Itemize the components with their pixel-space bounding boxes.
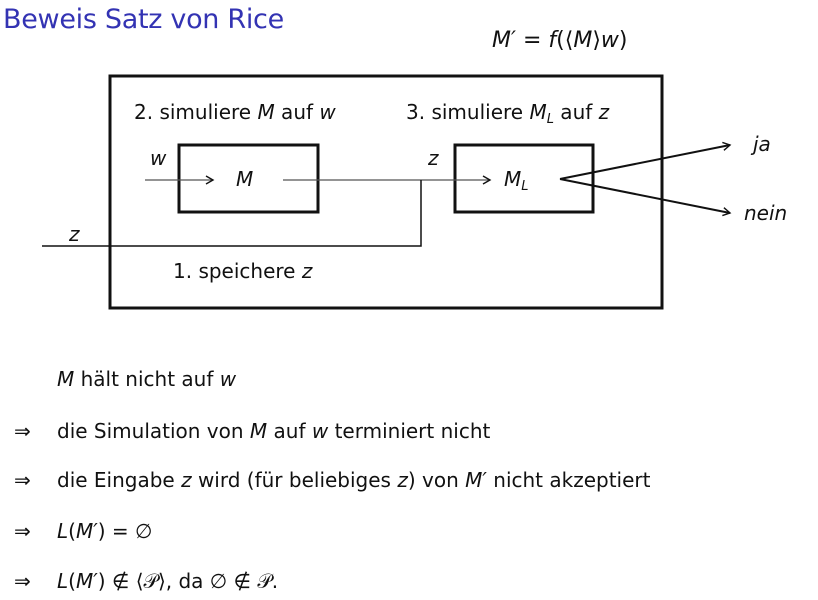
input-w-label: w [150,146,166,170]
text-segment: ) = ∅ [97,519,153,543]
text-segment: M′ [75,519,98,543]
text-segment: die Simulation von [57,419,250,443]
text-segment: ja [753,132,771,156]
text-segment: ⟩, da ∅ ∉ [157,569,258,593]
text-segment: z [69,222,80,246]
implies-icon: ⇒ [14,569,31,593]
implies-icon: ⇒ [14,419,31,443]
machine-m-box [177,143,320,214]
outer-machine-box [108,74,664,310]
text-segment: M′ [75,569,98,593]
text-segment: ) von [407,468,466,492]
text-segment: M [249,419,268,443]
text-segment: hält nicht auf [74,367,220,391]
output-no-label: nein [744,201,787,225]
text-segment: M [529,100,547,124]
text-segment: L [546,112,554,127]
step2-label: 2. simuliere M auf w [134,100,336,124]
machine-ml-box [453,143,595,214]
machine-m-label: M [236,167,253,191]
text-segment: die Eingabe [57,468,182,492]
text-segment: wird (für beliebiges [191,468,398,492]
text-segment: w [219,367,237,391]
text-segment: L [57,519,69,543]
text-segment: = [515,28,549,53]
output-yes-label: ja [753,132,771,156]
proof-line-1: die Simulation von M auf w terminiert ni… [57,419,490,443]
text-segment: w [319,100,336,124]
text-segment: (⟨ [556,28,574,53]
proof-line-2: die Eingabe z wird (für beliebiges z) vo… [57,468,650,492]
text-segment: ) ∉ ⟨ [97,569,144,593]
text-segment: 𝒫 [143,569,158,593]
text-segment: 3. simuliere [406,100,530,124]
text-segment: z [181,468,192,492]
text-segment: terminiert nicht [328,419,491,443]
implies-icon: ⇒ [14,519,31,543]
step1-label: 1. speichere z [173,259,312,283]
input-z-outer-label: z [69,222,80,246]
text-segment: L [57,569,69,593]
text-segment: ( [68,519,76,543]
text-segment: M [573,28,593,53]
text-segment: auf [267,419,312,443]
text-segment: M′ [492,28,516,53]
text-segment: w [600,28,619,53]
text-segment: L [521,179,529,194]
text-segment: ⟩ [592,28,601,53]
text-segment: 1. speichere [173,259,302,283]
text-segment: M [504,167,522,191]
no-arrow [559,178,732,217]
text-segment: ) [618,28,628,53]
text-segment: auf [553,100,599,124]
machine-ml-label: ML [504,167,529,194]
text-segment: 2. simuliere [134,100,258,124]
text-segment: ( [68,569,76,593]
text-segment: auf [274,100,320,124]
text-segment: nein [744,201,788,225]
text-segment: z [428,146,439,170]
text-segment: . [271,569,279,593]
text-segment: M [257,100,275,124]
proof-line-3: L(M′) = ∅ [57,519,152,543]
text-segment: z [598,100,610,124]
input-z-inner-label: z [428,146,439,170]
proof-line-4: L(M′) ∉ ⟨𝒫⟩, da ∅ ∉ 𝒫. [57,569,278,593]
step3-label: 3. simuliere ML auf z [406,100,609,127]
yes-arrow [559,141,732,180]
z-input-line [42,180,422,247]
text-segment: w [150,146,167,170]
slide-title: Beweis Satz von Rice [3,4,284,35]
formula-m-prime: M′ = f(⟨M⟩w) [492,28,628,53]
text-segment: f [548,28,557,53]
text-segment: M [236,167,254,191]
text-segment: M [57,367,75,391]
text-segment: nicht akzeptiert [486,468,651,492]
implies-icon: ⇒ [14,468,31,492]
text-segment: M′ [465,468,487,492]
proof-line-0: M hält nicht auf w [57,367,236,391]
text-segment: z [301,259,313,283]
text-segment: w [311,419,329,443]
text-segment: 𝒫 [257,569,272,593]
text-segment: z [397,468,408,492]
